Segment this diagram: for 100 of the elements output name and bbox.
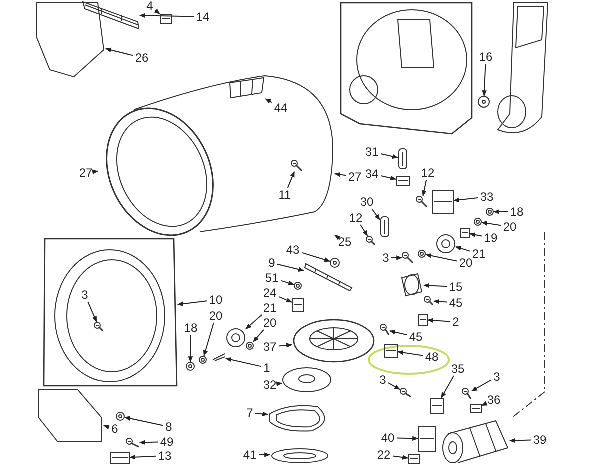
callout-number: 19	[482, 231, 500, 245]
callout-number: 27	[346, 170, 364, 184]
motor-drawing	[440, 420, 510, 464]
callout-number: 3	[492, 370, 502, 384]
shaft-drawing	[212, 352, 226, 362]
callout-number: 33	[478, 190, 496, 204]
washer-drawing	[418, 250, 426, 258]
callout-number: 2	[450, 315, 462, 329]
screw-drawing	[416, 196, 428, 208]
pulley-drawing	[436, 234, 456, 254]
callout-number: 49	[158, 435, 176, 449]
cylinder-drawing	[400, 272, 424, 298]
leader-line	[124, 416, 164, 426]
nut-drawing	[486, 208, 494, 216]
callout-number: 34	[363, 167, 381, 181]
callout-number: 21	[261, 301, 279, 315]
callout-number: 51	[263, 271, 281, 285]
bracket-drawing	[292, 298, 304, 312]
rear-panel-drawing	[340, 2, 474, 136]
callout-number: 48	[423, 350, 441, 364]
callout-number: 7	[244, 406, 256, 420]
bracket-drawing	[430, 398, 444, 414]
leader-line	[276, 382, 283, 386]
leader-line	[129, 454, 156, 460]
leader-line	[469, 232, 482, 238]
leader-line	[422, 180, 428, 197]
leader-line	[481, 221, 502, 226]
leader-line	[397, 350, 424, 356]
screw-drawing	[366, 236, 376, 246]
callout-number: 3	[378, 373, 388, 387]
leader-line	[482, 64, 487, 97]
leader-line	[225, 357, 262, 368]
callout-number: 25	[336, 235, 354, 249]
callout-number: 35	[449, 362, 467, 376]
leader-line	[154, 8, 160, 15]
callout-number: 45	[407, 330, 425, 344]
clip-drawing	[470, 404, 482, 413]
leader-line	[255, 412, 269, 417]
callout-number: 14	[194, 10, 212, 24]
leader-line	[88, 302, 98, 323]
leader-line	[392, 455, 409, 460]
leader-line	[425, 254, 458, 262]
callout-number: 8	[164, 420, 174, 434]
sensor-drawing	[380, 216, 390, 238]
clip-drawing	[408, 454, 420, 464]
leader-line	[280, 280, 295, 286]
leader-line	[302, 252, 331, 262]
callout-number: 43	[284, 243, 302, 257]
leader-line	[103, 425, 110, 430]
callout-number: 37	[261, 340, 279, 354]
washer-drawing	[199, 356, 207, 364]
leader-line	[246, 314, 263, 330]
leader-line	[265, 98, 272, 104]
clip-drawing	[160, 14, 172, 24]
leader-line	[278, 296, 293, 303]
screw-drawing	[126, 438, 140, 448]
callout-number: 44	[272, 101, 290, 115]
leader-line	[334, 172, 346, 178]
callout-number: 11	[276, 188, 294, 202]
callout-number: 22	[375, 448, 393, 462]
leader-line	[253, 330, 264, 342]
leader-line	[360, 224, 368, 236]
callout-number: 24	[261, 286, 279, 300]
callout-number: 16	[477, 50, 495, 64]
washer-drawing	[474, 218, 482, 226]
leader-line	[203, 322, 214, 357]
callout-number: 10	[207, 293, 225, 307]
callout-number: 13	[156, 449, 174, 463]
leader-line	[139, 13, 194, 18]
clip-drawing	[396, 176, 410, 186]
leader-line	[188, 334, 194, 363]
leader-line	[278, 343, 293, 348]
leader-line	[481, 401, 488, 406]
screw-drawing	[380, 324, 390, 336]
belt-drawing	[304, 262, 354, 292]
washer-drawing	[246, 342, 254, 350]
nut-drawing	[116, 412, 125, 421]
leader-line	[380, 176, 397, 181]
callout-number: 45	[447, 296, 465, 310]
leader-line	[105, 48, 134, 56]
callout-number: 20	[207, 309, 225, 323]
screw-drawing	[400, 388, 412, 398]
leader-line	[471, 380, 492, 392]
leader-line	[258, 452, 271, 458]
callout-number: 36	[485, 393, 503, 407]
callout-number: 31	[363, 145, 381, 159]
clip-drawing	[418, 314, 428, 326]
bracket-drawing	[418, 426, 436, 452]
lint-screen-drawing	[36, 2, 106, 78]
callout-number: 1	[262, 361, 272, 375]
leader-line	[334, 234, 341, 240]
callout-number: 9	[266, 256, 278, 270]
front-panel-drawing	[42, 238, 178, 388]
screw-drawing	[402, 252, 414, 264]
callout-number: 6	[110, 422, 120, 436]
baffle-drawing	[228, 77, 266, 99]
rail-drawing	[82, 0, 140, 30]
leader-line	[92, 170, 99, 174]
screw-drawing	[291, 160, 303, 172]
screw-drawing	[94, 322, 104, 332]
